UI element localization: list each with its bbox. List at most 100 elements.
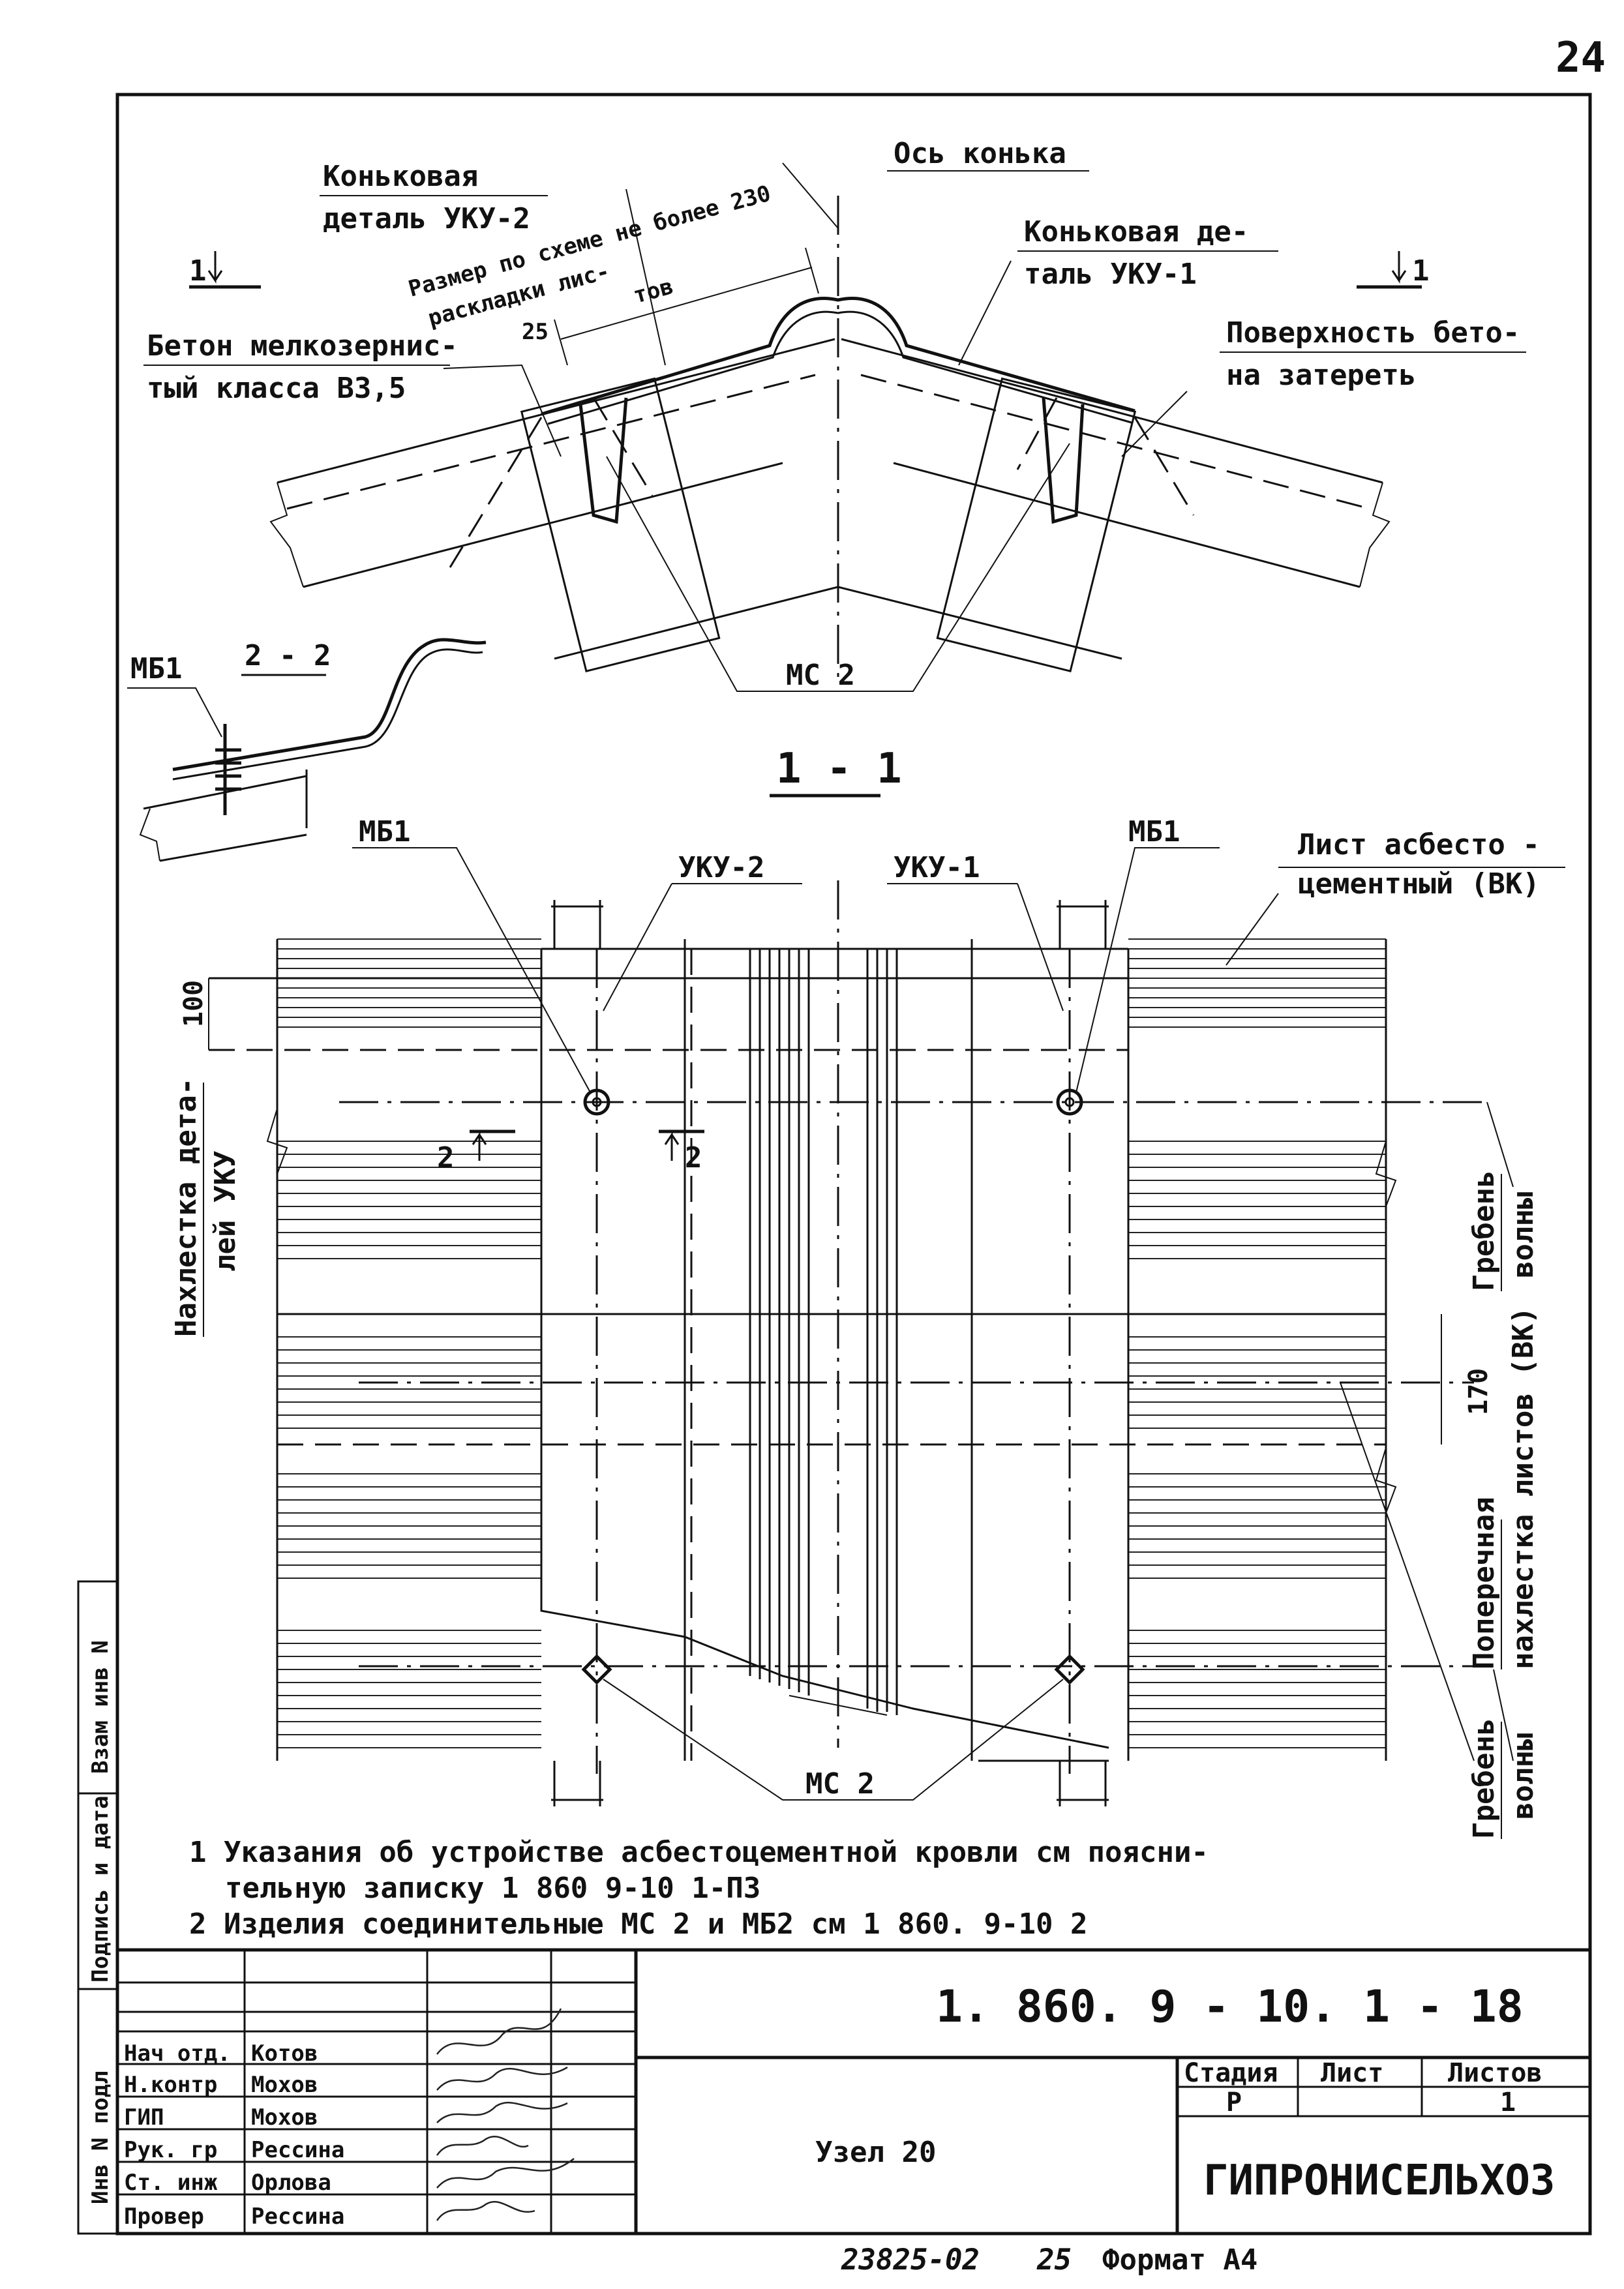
mc2-top-label: МС 2 bbox=[786, 659, 855, 692]
tb-stage-rows bbox=[1177, 2086, 1590, 2117]
signature-3 bbox=[436, 2135, 529, 2156]
crest-bottom-2: волны bbox=[1507, 1733, 1540, 1819]
ridge-detail-2-label-2: деталь УКУ-2 bbox=[323, 202, 530, 235]
leader-concrete bbox=[443, 364, 562, 457]
dim-25: 25 bbox=[522, 319, 549, 345]
surface-label-1: Поверхность бето- bbox=[1226, 316, 1520, 350]
note-1-cont: тельную записку 1 860 9-10 1-П3 bbox=[225, 1872, 760, 1905]
leader-mb1-left bbox=[352, 847, 591, 1093]
tb-role-3: Рук. гр bbox=[124, 2137, 217, 2163]
side-stamp-frame bbox=[77, 1580, 119, 2235]
tb-people-rows bbox=[117, 1981, 636, 2196]
tb-drawing-code: 1. 860. 9 - 10. 1 - 18 bbox=[936, 1981, 1524, 2033]
fastener-column-axes bbox=[595, 949, 1071, 1774]
leader-uku1 bbox=[958, 260, 1012, 366]
mb1-fastener-right-core bbox=[1064, 1097, 1075, 1107]
size-dimension-line bbox=[560, 267, 813, 340]
sheet-label-2: цементный (ВК) bbox=[1298, 867, 1540, 901]
cross-overlap-2: нахлестка листов (ВК) bbox=[1507, 1307, 1540, 1669]
mb1-fastener-right bbox=[1056, 1088, 1083, 1116]
signature-5 bbox=[436, 2200, 535, 2221]
left-break bbox=[269, 482, 304, 588]
size-dim-ticks bbox=[554, 247, 819, 366]
concrete-label-2: тый класса В3,5 bbox=[147, 372, 406, 405]
leader-mc2-plan bbox=[603, 1679, 1064, 1801]
leader-sheet bbox=[1226, 893, 1279, 966]
footer-copy: 25 bbox=[1036, 2243, 1072, 2277]
signature-1 bbox=[436, 2066, 568, 2091]
bottom-purlin-stubs bbox=[551, 1761, 1109, 1806]
plan-view-1-1: 1 - 1 bbox=[170, 745, 1565, 1839]
crest-bottom-1: Гребень bbox=[1467, 1718, 1501, 1839]
left-support-block bbox=[520, 377, 721, 672]
footer-format: Формат А4 bbox=[1102, 2243, 1257, 2277]
leader-surface bbox=[1121, 391, 1188, 457]
sheet-break-marks bbox=[266, 1108, 1397, 1514]
tb-name-4: Орлова bbox=[251, 2170, 331, 2196]
side-stamp-inv: Инв N подл bbox=[87, 2071, 113, 2204]
ridge-corrugations bbox=[749, 949, 898, 1716]
tb-role-0: Нач отд. bbox=[124, 2041, 231, 2067]
side-stamp: Инв N подл Подпись и дата Взам инв N bbox=[77, 1580, 119, 2235]
tb-role-1: Н.контр bbox=[124, 2072, 217, 2098]
tb-sheets-header: Листов bbox=[1448, 2058, 1542, 2088]
crest-top-2: волны bbox=[1507, 1192, 1540, 1278]
right-purlin-axis bbox=[860, 374, 1370, 510]
tb-sheet-header: Лист bbox=[1321, 2058, 1383, 2088]
ridge-axis-label: Ось конька bbox=[894, 137, 1066, 170]
surface-label-2: на затереть bbox=[1226, 359, 1416, 392]
right-fastener bbox=[1042, 397, 1085, 524]
ridge-detail-2-label-1: Коньковая bbox=[323, 160, 478, 193]
sheet-label-1: Лист асбесто - bbox=[1298, 828, 1540, 861]
tb-name-1: Мохов bbox=[251, 2072, 318, 2098]
concrete-label-1: Бетон мелкозернис- bbox=[147, 329, 458, 363]
tb-stage-cols bbox=[1297, 2057, 1423, 2116]
leader-uku2 bbox=[603, 883, 802, 1011]
ridge-detail-1-label-2: таль УКУ-1 bbox=[1024, 258, 1197, 291]
note-2: 2 Изделия соединительные МС 2 и МБ2 см 1… bbox=[189, 1908, 1088, 1941]
left-fastener bbox=[579, 397, 628, 524]
section-2-2-bolt bbox=[215, 724, 241, 815]
signature-2 bbox=[436, 2102, 568, 2123]
uku-inner-edges bbox=[684, 939, 973, 1761]
section-2-2-title: 2 - 2 bbox=[245, 639, 331, 672]
right-support-block bbox=[936, 377, 1137, 672]
overlap-label-1: Нахлестка дета- bbox=[170, 1078, 203, 1337]
dim-100: 100 bbox=[179, 980, 209, 1027]
drawing-frame bbox=[115, 93, 1592, 2236]
left-purlin-axis bbox=[286, 374, 816, 510]
section-2-2-break bbox=[139, 808, 160, 861]
overlap-label-2: лей УКУ bbox=[209, 1151, 242, 1272]
page-number: 24 bbox=[1556, 34, 1606, 82]
ridge-cap-outer bbox=[541, 297, 1135, 416]
cut-label-left: 2 bbox=[437, 1141, 455, 1174]
leader-uku1 bbox=[887, 883, 1064, 1011]
section-mark-left: 1 bbox=[189, 254, 207, 288]
ridge-detail-1-label-1: Коньковая де- bbox=[1024, 215, 1248, 248]
right-purlin bbox=[841, 338, 1383, 588]
mc2-fastener-left bbox=[581, 1654, 612, 1685]
section-2-2-profile-inner bbox=[172, 648, 483, 781]
plan-mb1-right: МБ1 bbox=[1128, 815, 1180, 848]
note-1: 1 Указания об устройстве асбестоцементно… bbox=[189, 1836, 1209, 1869]
section-2-2: 2 - 2 МБ1 bbox=[127, 638, 487, 862]
tb-people-cols bbox=[243, 1950, 552, 2234]
leader-mb1-right bbox=[1075, 847, 1220, 1093]
tb-sheets-value: 1 bbox=[1500, 2087, 1516, 2117]
mc2-fastener-right bbox=[1054, 1654, 1085, 1685]
tb-stage-value: Р bbox=[1226, 2087, 1242, 2117]
mc2-plan-label: МС 2 bbox=[805, 1767, 875, 1801]
tb-name-3: Рессина bbox=[251, 2137, 344, 2163]
signature-0 bbox=[436, 2008, 562, 2055]
tb-name-0: Котов bbox=[251, 2041, 318, 2067]
side-stamp-upper bbox=[78, 1581, 119, 1795]
crest-top-1: Гребень bbox=[1467, 1171, 1501, 1291]
section-mark-left-arrow bbox=[207, 251, 223, 284]
leader-axis bbox=[782, 162, 839, 229]
tb-stage-header: Стадия bbox=[1184, 2058, 1278, 2088]
section-mark-right: 1 bbox=[1412, 254, 1430, 288]
tb-role-2: ГИП bbox=[124, 2104, 164, 2131]
leader-uku2 bbox=[625, 188, 666, 366]
top-purlin-stubs bbox=[551, 900, 1109, 949]
